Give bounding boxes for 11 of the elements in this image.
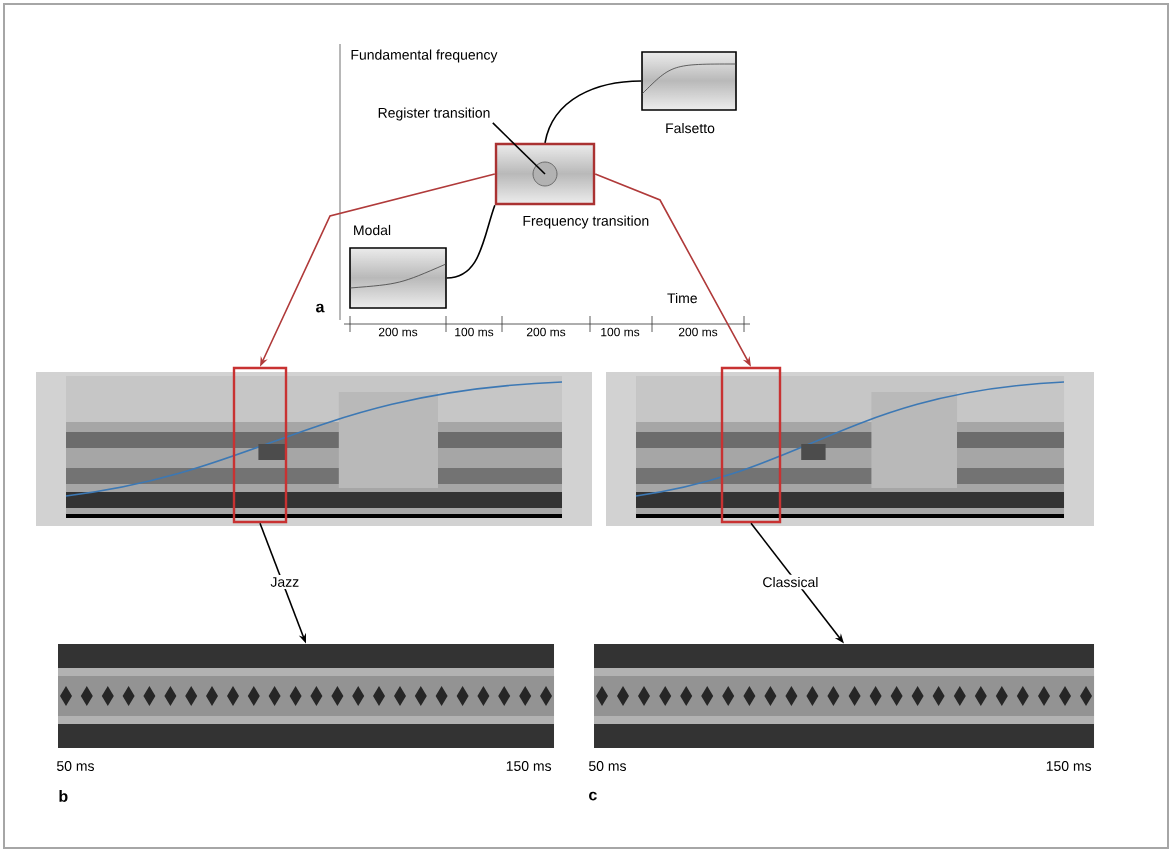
connector-curve xyxy=(544,80,642,144)
picture xyxy=(36,372,592,526)
panel-letter: a xyxy=(316,303,325,313)
highlight-box xyxy=(232,366,288,524)
highlight-box xyxy=(720,366,782,524)
leader-line xyxy=(492,122,546,175)
transition-circle xyxy=(532,161,558,187)
picture xyxy=(606,372,1094,526)
panel-letter: b xyxy=(59,790,68,802)
connector-curve xyxy=(446,204,496,279)
panel-letter: c xyxy=(589,791,597,801)
